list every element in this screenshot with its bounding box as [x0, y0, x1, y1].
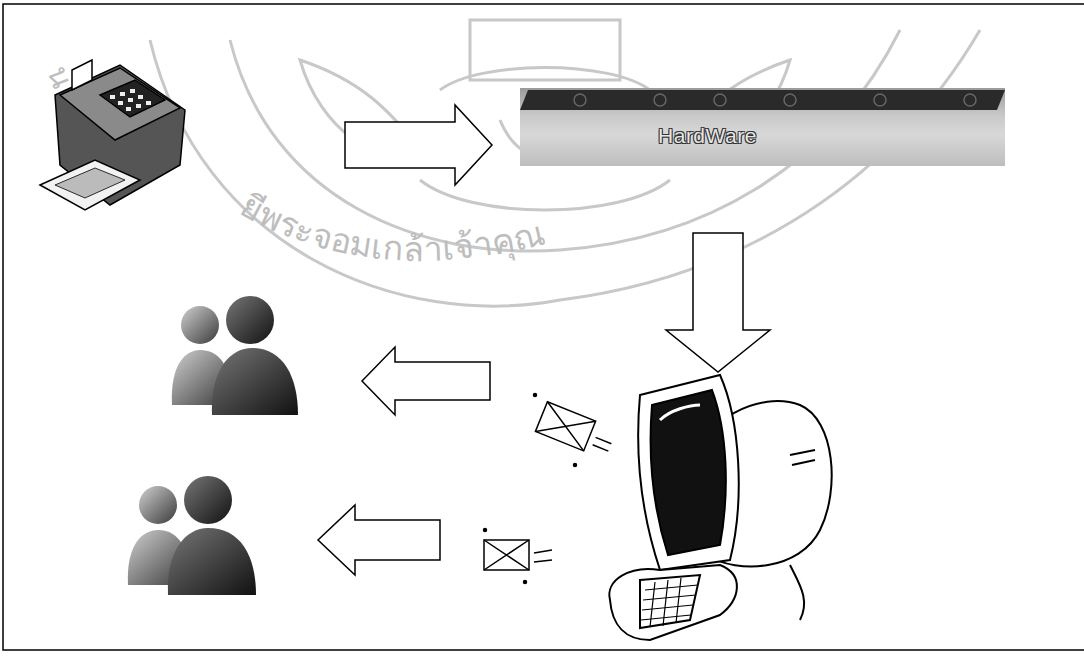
- envelope-icon: [534, 394, 617, 467]
- hardware-band: HardWare: [520, 88, 1005, 166]
- band-label: HardWare: [658, 124, 757, 148]
- people-icon: [172, 296, 298, 415]
- outline-arrow: [666, 233, 770, 372]
- outline-arrow: [318, 505, 440, 575]
- people-icon: [128, 476, 256, 595]
- outline-arrow: [345, 105, 492, 185]
- fax-machine: [40, 60, 185, 210]
- computer-icon: [609, 375, 831, 640]
- frame: [3, 4, 1084, 650]
- watermark-text: ยีพระจอมเกล้าเจ้าคุณ: [234, 185, 549, 269]
- outline-arrow: [362, 347, 490, 415]
- band-strip: [520, 88, 1005, 166]
- envelope-icon: [484, 529, 553, 584]
